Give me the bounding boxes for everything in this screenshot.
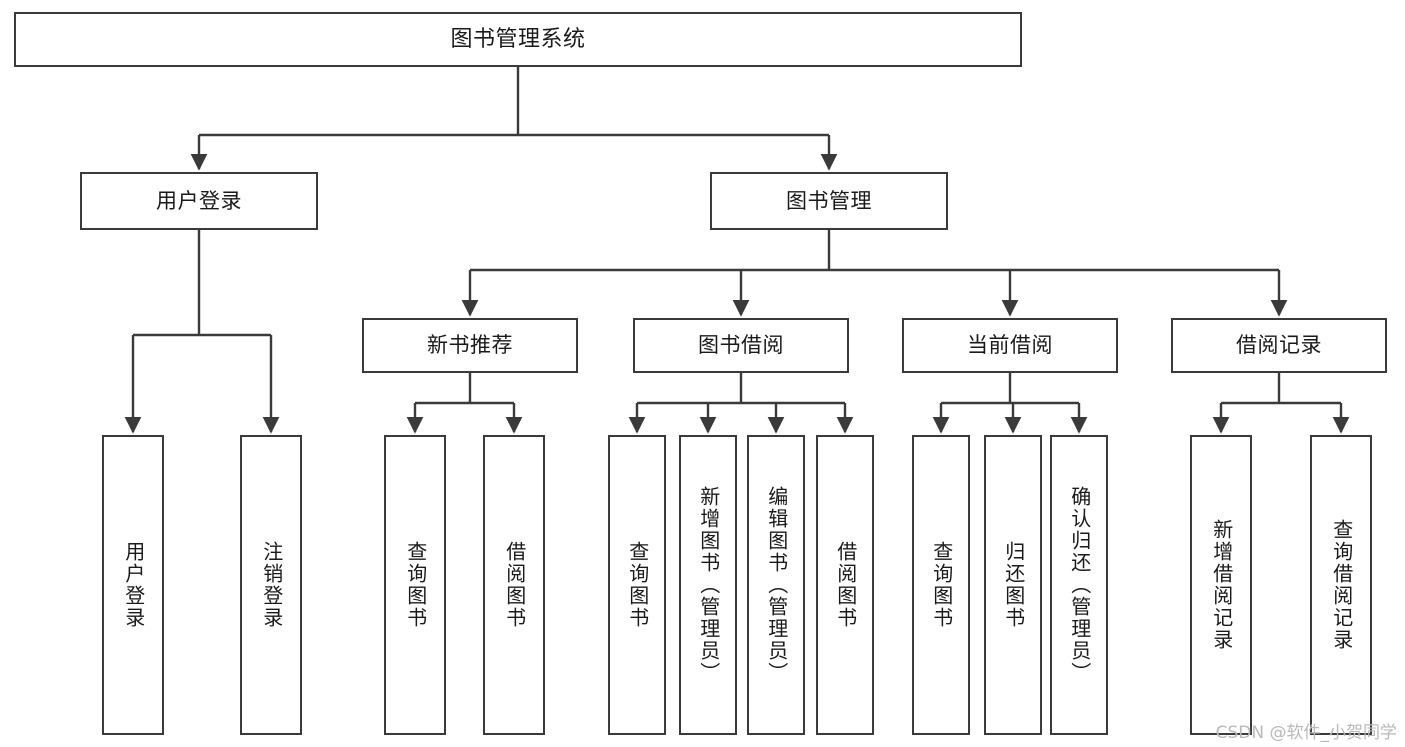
node-l_query3[interactable]: 查询图书 — [912, 435, 970, 735]
node-l_borrow1[interactable]: 借阅图书 — [483, 435, 545, 735]
node-label: 确认归还（管理员） — [1067, 486, 1092, 684]
node-label: 新增借阅记录 — [1209, 519, 1234, 651]
node-label: 查询图书 — [929, 541, 954, 629]
node-current[interactable]: 当前借阅 — [902, 318, 1118, 373]
node-l_edit[interactable]: 编辑图书（管理员） — [747, 435, 805, 735]
node-l_return[interactable]: 归还图书 — [984, 435, 1042, 735]
node-borrow[interactable]: 图书借阅 — [633, 318, 849, 373]
node-label: 用户登录 — [156, 188, 242, 213]
node-label: 查询图书 — [625, 541, 650, 629]
node-label: 新书推荐 — [427, 333, 513, 358]
node-l_confirm[interactable]: 确认归还（管理员） — [1050, 435, 1108, 735]
node-label: 借阅记录 — [1236, 333, 1322, 358]
node-l_add[interactable]: 新增图书（管理员） — [679, 435, 737, 735]
node-label: 借阅图书 — [833, 541, 858, 629]
node-record[interactable]: 借阅记录 — [1171, 318, 1387, 373]
node-root[interactable]: 图书管理系统 — [14, 12, 1022, 67]
node-label: 注销登录 — [259, 541, 284, 629]
node-label: 新增图书（管理员） — [696, 486, 721, 684]
node-label: 用户登录 — [121, 541, 146, 629]
node-label: 编辑图书（管理员） — [764, 486, 789, 684]
node-label: 当前借阅 — [967, 333, 1053, 358]
node-label: 图书管理 — [786, 188, 872, 213]
node-l_login[interactable]: 用户登录 — [102, 435, 164, 735]
node-newbook[interactable]: 新书推荐 — [362, 318, 578, 373]
node-label: 图书借阅 — [698, 333, 784, 358]
node-l_query1[interactable]: 查询图书 — [384, 435, 446, 735]
node-bookmgmt[interactable]: 图书管理 — [710, 172, 948, 230]
node-l_borrow2[interactable]: 借阅图书 — [816, 435, 874, 735]
node-l_query2[interactable]: 查询图书 — [608, 435, 666, 735]
node-l_addrec[interactable]: 新增借阅记录 — [1190, 435, 1252, 735]
node-label: 图书管理系统 — [450, 26, 586, 52]
node-label: 查询借阅记录 — [1329, 519, 1354, 651]
node-l_queryrec[interactable]: 查询借阅记录 — [1310, 435, 1372, 735]
watermark-text: CSDN @软件_小贺同学 — [1215, 723, 1397, 743]
node-label: 查询图书 — [403, 541, 428, 629]
node-label: 归还图书 — [1001, 541, 1026, 629]
node-l_logout[interactable]: 注销登录 — [240, 435, 302, 735]
node-label: 借阅图书 — [502, 541, 527, 629]
node-login[interactable]: 用户登录 — [80, 172, 318, 230]
